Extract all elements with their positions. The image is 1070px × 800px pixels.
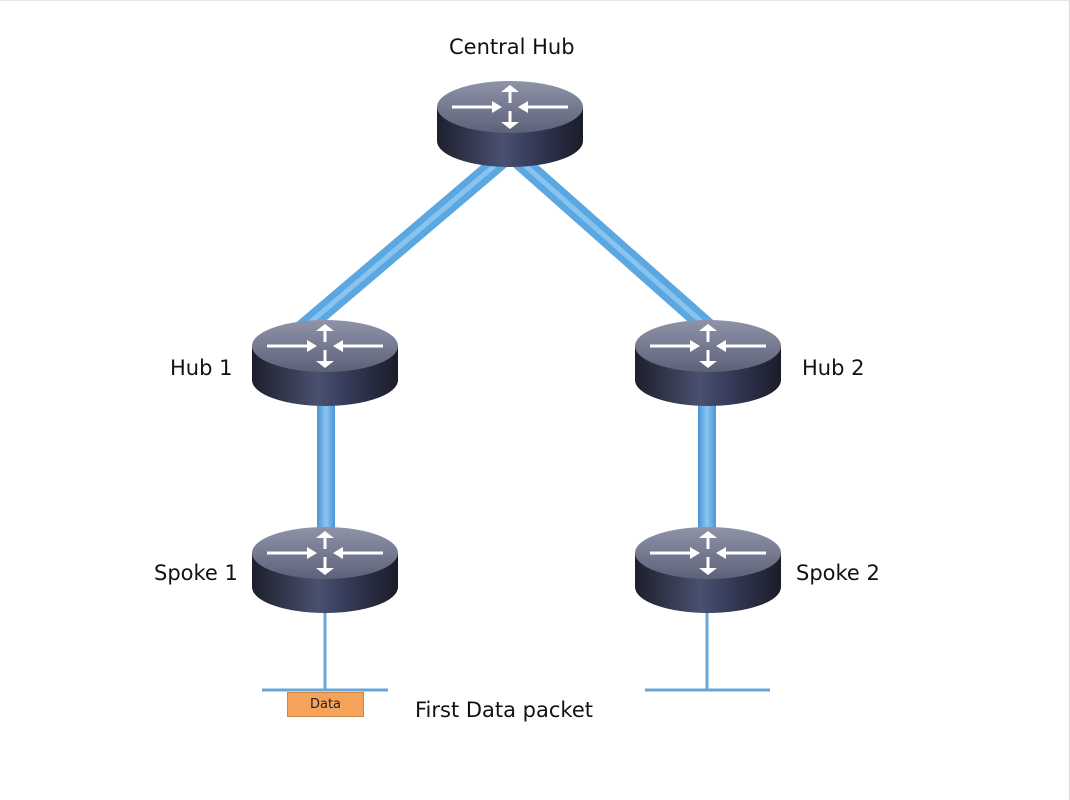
lan-spoke-1 xyxy=(262,601,388,692)
link-hub2-spoke2 xyxy=(698,391,716,539)
link-hub1-spoke1 xyxy=(317,391,335,539)
link-central-hub-1 xyxy=(291,152,509,340)
link-central-hub-2 xyxy=(511,152,721,340)
data-packet: Data xyxy=(287,692,364,717)
label-hub-1: Hub 1 xyxy=(170,356,233,380)
router-icon-central-hub xyxy=(437,81,583,167)
router-arrows-icon xyxy=(267,531,383,575)
router-icon-hub-2 xyxy=(635,320,781,406)
label-spoke-2: Spoke 2 xyxy=(796,561,880,585)
label-spoke-1: Spoke 1 xyxy=(154,561,238,585)
router-arrows-icon xyxy=(650,531,766,575)
router-icon-hub-1 xyxy=(252,320,398,406)
label-central-hub: Central Hub xyxy=(449,35,575,59)
router-arrows-icon xyxy=(452,85,568,129)
router-icon-spoke-2 xyxy=(635,527,781,613)
lan-spoke-2 xyxy=(645,601,770,692)
router-arrows-icon xyxy=(267,324,383,368)
router-arrows-icon xyxy=(650,324,766,368)
caption-first-data-packet: First Data packet xyxy=(415,698,593,722)
label-hub-2: Hub 2 xyxy=(802,356,865,380)
router-icon-spoke-1 xyxy=(252,527,398,613)
data-packet-label: Data xyxy=(309,697,342,712)
